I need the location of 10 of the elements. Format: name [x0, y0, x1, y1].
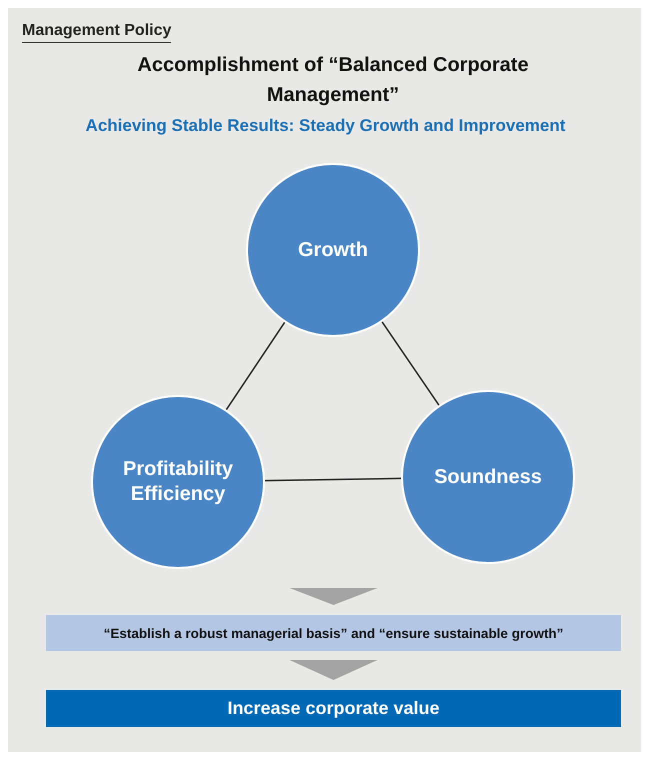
connector-line [264, 478, 402, 482]
banner-box: “Establish a robust managerial basis” and “ensure sustainable growth” [46, 615, 621, 651]
title: Accomplishment of “Balanced Corporate Management” [136, 53, 530, 108]
connector-line [381, 321, 440, 406]
chevron-arrow [290, 588, 378, 605]
subtitle: Achieving Stable Results: Steady Growth and Improvement [84, 116, 566, 136]
chevron-arrow [290, 660, 378, 680]
connector-line [226, 322, 286, 410]
section-label: Management Policy [22, 22, 172, 43]
banner-box: Increase corporate value [46, 690, 621, 727]
